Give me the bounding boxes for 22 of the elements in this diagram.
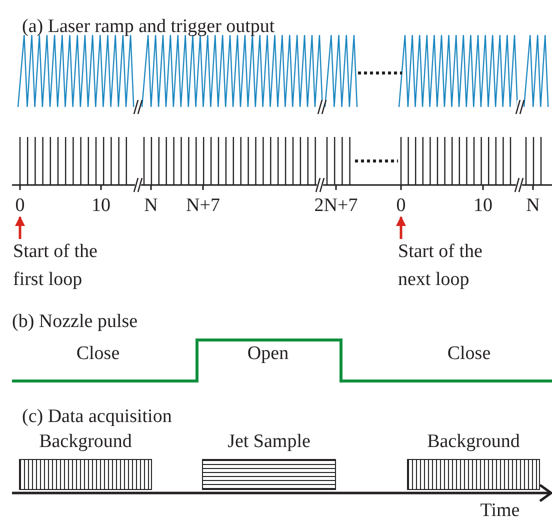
window-heading: Background [426,431,521,453]
tick-label: 2N+7 [314,195,358,217]
window-heading: Jet Sample [226,431,312,453]
tick-label: N [144,195,158,217]
tick-label: 0 [15,195,25,217]
tick-label: N+7 [186,195,220,217]
panel-title: (a) Laser ramp and trigger output [22,16,275,38]
panel-title: (b) Nozzle pulse [12,311,138,333]
axis-label: Time [480,500,520,522]
state-label: Open [247,343,289,365]
state-label: Close [76,343,120,365]
tick-label: 0 [396,195,406,217]
panel-title: (c) Data acquisition [22,406,172,428]
annotation-text: Start of the first loop [13,240,98,292]
pointer-arrow [396,216,406,239]
state-label: Close [447,343,491,365]
annotation-text: Start of the next loop [398,240,484,292]
window-heading: Background [38,431,133,453]
tick-label: 10 [474,195,492,217]
tick-label: 10 [92,195,110,217]
tick-label: N [526,195,540,217]
pointer-arrow [15,216,25,239]
